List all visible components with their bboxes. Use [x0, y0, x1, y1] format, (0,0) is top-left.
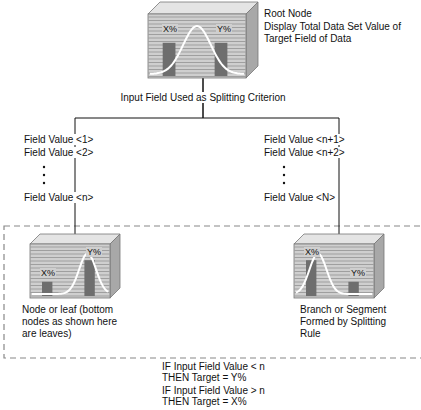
percent-label: Y%: [216, 24, 232, 34]
node-caption: Node or leaf (bottom nodes as shown here…: [22, 304, 134, 340]
node-caption: Display Total Data Set Value of Target F…: [264, 21, 414, 45]
node-caption: Branch or Segment Formed by Splitting Ru…: [300, 304, 396, 340]
percent-label: X%: [304, 247, 320, 257]
node-caption: Root Node: [264, 8, 419, 20]
percent-label: Y%: [350, 268, 366, 278]
percent-label: Y%: [86, 247, 102, 257]
field-value: Field Value <1>: [22, 134, 95, 145]
data-box-illustration: [148, 2, 258, 78]
tree-node: X%Y%Root NodeDisplay Total Data Set Valu…: [148, 2, 258, 78]
rule-text: THEN Target = Y%: [160, 372, 248, 383]
data-box-illustration: [294, 234, 384, 298]
field-value: Field Value <n+1>: [262, 134, 347, 145]
vertical-ellipsis: [283, 166, 285, 184]
percent-label: X%: [162, 24, 178, 34]
field-value: Field Value <n>: [22, 192, 95, 203]
field-value: Field Value <N>: [262, 192, 337, 203]
percent-label: X%: [40, 268, 56, 278]
field-value: Field Value <2>: [22, 147, 95, 158]
rule-text: IF Input Field Value > n: [160, 385, 267, 396]
leaf-region: [4, 226, 421, 358]
split-criterion: Input Field Used as Splitting Criterion: [118, 92, 287, 103]
data-box-illustration: [30, 234, 120, 298]
tree-node: X%Y%Node or leaf (bottom nodes as shown …: [30, 234, 120, 298]
vertical-ellipsis: [43, 166, 45, 184]
rule-text: IF Input Field Value < n: [160, 361, 267, 372]
rule-text: THEN Target = X%: [160, 396, 249, 407]
tree-node: X%Y%Branch or Segment Formed by Splittin…: [294, 234, 384, 298]
field-value: Field Value <n+2>: [262, 147, 347, 158]
